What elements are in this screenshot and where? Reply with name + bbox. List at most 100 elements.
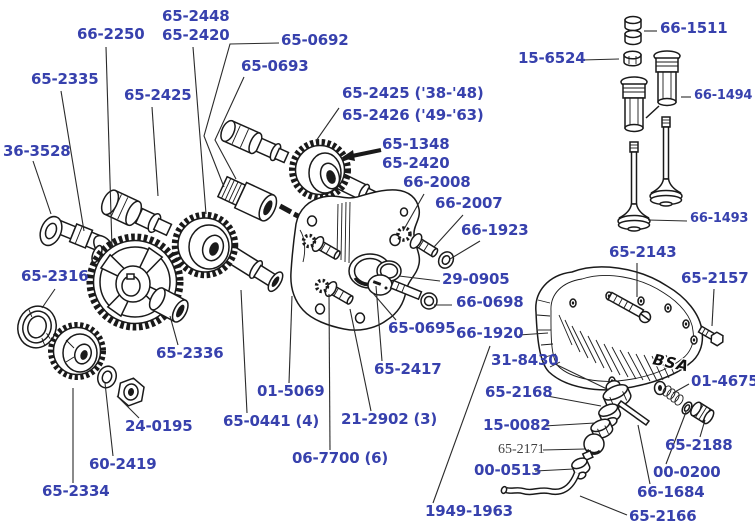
part-label-06-7700-6: 06-7700 (6)	[292, 449, 389, 467]
part-label-65-2335: 65-2335	[31, 70, 99, 88]
leader-line-31-8430	[552, 362, 610, 391]
leader-line-65-2425-38-48	[315, 107, 340, 142]
valve-right	[649, 116, 683, 207]
leader-line-65-2335	[60, 90, 85, 232]
cover-shading	[558, 314, 675, 382]
part-label-29-0905: 29-0905	[442, 270, 510, 288]
part-label-66-2250: 66-2250	[77, 25, 145, 43]
part-label-65-2425: 65-2425	[124, 86, 192, 104]
valve-nut-pair	[624, 15, 642, 46]
crankshaft-pinion-drawing	[48, 322, 106, 380]
leader-line-00-0513	[534, 468, 575, 472]
part-label-65-2168: 65-2168	[485, 383, 553, 401]
valves-drawing	[617, 15, 683, 232]
camshaft-bush-drawing	[148, 287, 189, 323]
leader-line-66-1920	[518, 332, 549, 336]
part-label-65-2171: 65-2171	[498, 442, 545, 457]
leader-line-15-0082	[543, 422, 596, 427]
oil-union-drawing	[500, 383, 715, 496]
part-label-66-1920: 66-1920	[456, 324, 524, 342]
part-label-65-0693: 65-0693	[241, 57, 309, 75]
leader-line-1949-1963	[432, 345, 491, 504]
leader-line-65-0695	[371, 291, 397, 321]
part-label-31-8430: 31-8430	[491, 351, 559, 369]
part-label-66-1493: 66-1493	[690, 211, 749, 226]
bearing-ring-drawing	[17, 305, 57, 349]
part-label-66-1494: 66-1494	[694, 88, 753, 103]
part-label-65-2166: 65-2166	[629, 507, 697, 525]
leader-line-60-2419	[104, 382, 114, 457]
leader-line-65-2417	[375, 285, 383, 362]
inlet-camshaft-drawing	[100, 189, 173, 237]
part-label-65-2420: 65-2420	[162, 26, 230, 44]
valve-nut-single	[623, 50, 642, 67]
timing-plate-drawing	[290, 189, 455, 331]
leader-line-24-0195	[116, 395, 140, 419]
part-label-15-6524: 15-6524	[518, 49, 586, 67]
leader-line-01-5069	[288, 295, 293, 384]
part-label-65-0441-4: 65-0441 (4)	[223, 412, 320, 430]
part-label-65-2448: 65-2448	[162, 7, 230, 25]
leader-line-66-2008	[402, 193, 425, 232]
leader-line-65-0692	[203, 42, 280, 188]
breather-sleeve-drawing	[216, 175, 278, 222]
part-label-01-5069: 01-5069	[257, 382, 325, 400]
leader-line-66-1923	[449, 240, 481, 260]
leader-line-65-2425	[151, 106, 159, 197]
leader-line-15-6524	[581, 58, 620, 61]
leader-line-21-2902-3	[349, 308, 372, 412]
part-label-21-2902-3: 21-2902 (3)	[341, 410, 438, 428]
part-label-65-2157: 65-2157	[681, 269, 749, 287]
part-label-00-0513: 00-0513	[474, 461, 542, 479]
leader-line-66-2007	[433, 214, 464, 248]
tappet-guide-right	[653, 50, 681, 107]
leader-line-66-2250	[105, 46, 113, 249]
part-label-66-2007: 66-2007	[435, 194, 503, 212]
part-label-65-2316: 65-2316	[21, 267, 89, 285]
timing-cover-drawing: BSA	[535, 266, 704, 396]
leader-line-65-2171	[542, 448, 586, 451]
part-label-60-2419: 60-2419	[89, 455, 157, 473]
part-label-65-2336: 65-2336	[156, 344, 224, 362]
axis-dashes	[278, 203, 302, 220]
leader-line-65-2188	[699, 419, 706, 438]
part-label-66-1684: 66-1684	[637, 483, 705, 501]
part-label-65-2417: 65-2417	[374, 360, 442, 378]
part-label-36-3528: 36-3528	[3, 142, 71, 160]
leader-line-06-7700-6	[328, 293, 331, 451]
small-timing-pinion-drawing	[171, 211, 284, 293]
part-label-15-0082: 15-0082	[483, 416, 551, 434]
spring-drawing	[662, 385, 684, 406]
washer-drawing	[96, 365, 118, 389]
leader-line-66-1493	[647, 219, 688, 222]
part-label-65-2425-38-48: 65-2425 ('38-'48)	[342, 84, 484, 102]
part-label-65-2426-49-63: 65-2426 ('49-'63)	[342, 106, 484, 124]
leader-line-65-2168	[546, 395, 602, 407]
part-label-66-0698: 66-0698	[456, 293, 524, 311]
breather-camshaft-drawing	[220, 119, 387, 208]
part-label-65-0695: 65-0695	[388, 319, 456, 337]
part-label-66-1511: 66-1511	[660, 19, 728, 37]
camshaft-nut-drawing	[117, 377, 145, 407]
leader-line-65-2157	[711, 288, 715, 327]
part-label-65-2143: 65-2143	[609, 243, 677, 261]
part-label-66-2008: 66-2008	[403, 173, 471, 191]
leader-line-00-0200	[665, 411, 687, 465]
leader-line-65-0693	[214, 76, 245, 180]
leader-line-65-2336	[169, 315, 179, 346]
part-label-65-1348: 65-1348	[382, 135, 450, 153]
part-label-1949-1963: 1949-1963	[425, 502, 513, 520]
leader-line-65-0441-4	[240, 289, 248, 414]
part-label-65-0692: 65-0692	[281, 31, 349, 49]
leader-line-65-2316	[41, 288, 56, 309]
part-label-65-2188: 65-2188	[665, 436, 733, 454]
leader-line-36-3528	[32, 160, 52, 215]
part-label-65-2334: 65-2334	[42, 482, 110, 500]
part-label-24-0195: 24-0195	[125, 417, 193, 435]
part-label-65-2420: 65-2420	[382, 154, 450, 172]
part-label-66-1923: 66-1923	[461, 221, 529, 239]
leader-line-65-2166	[579, 495, 628, 516]
leader-line-29-0905	[398, 275, 441, 282]
